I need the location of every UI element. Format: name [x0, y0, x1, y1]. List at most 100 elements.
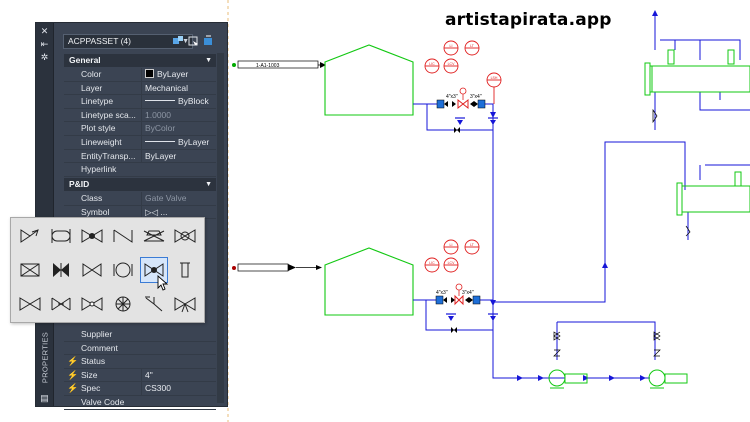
- symbol-ball-valve-alt[interactable]: [109, 257, 137, 283]
- svg-text:3"x4": 3"x4": [462, 290, 474, 296]
- inlet-line-top[interactable]: 1-A1-1003: [232, 60, 326, 69]
- section-pid[interactable]: P&ID▼: [64, 178, 216, 191]
- property-value-text: ByBlock: [178, 96, 209, 107]
- toggle-pickadd-icon[interactable]: [172, 35, 185, 48]
- pump-left[interactable]: [548, 369, 588, 389]
- property-value[interactable]: Mechanical: [141, 81, 213, 95]
- symbol-gate-valve-slash[interactable]: [109, 223, 137, 249]
- property-value[interactable]: 1.0000: [141, 108, 213, 122]
- property-row[interactable]: Comment: [64, 342, 216, 356]
- collapse-icon: ▼: [205, 181, 212, 188]
- symbol-picker[interactable]: [10, 217, 205, 323]
- property-value-text: 4": [145, 369, 153, 380]
- globe-valve-box-icon: [143, 230, 165, 242]
- symbol-ball-valve[interactable]: [78, 223, 106, 249]
- symbol-diaphragm-valve[interactable]: [47, 291, 75, 317]
- gate-valve-slash-icon: [113, 229, 133, 243]
- symbol-gate-valve[interactable]: [78, 257, 106, 283]
- property-value[interactable]: ByBlock: [141, 95, 213, 109]
- properties-palette[interactable]: ✕ ⇤ ✲ PROPERTIES ▤ ACPPASSET (4) ▼ Gener…: [35, 22, 228, 410]
- property-name: Lineweight: [81, 137, 122, 147]
- property-name: Linetype sca...: [81, 109, 136, 120]
- tank-bottom[interactable]: [324, 247, 414, 316]
- heat-exchanger-top[interactable]: [644, 49, 750, 96]
- settings-icon[interactable]: ✲: [40, 52, 49, 62]
- property-name: Hyperlink: [81, 164, 117, 175]
- symbol-needle-valve[interactable]: [47, 257, 75, 283]
- symbol-globe-valve-box[interactable]: [140, 223, 168, 249]
- property-row[interactable]: Lineweight ByLayer: [64, 136, 216, 150]
- lightning-icon: ⚡: [67, 356, 79, 367]
- property-name: EntityTransp...: [81, 150, 136, 161]
- inlet-line-bottom[interactable]: [232, 263, 322, 272]
- linetype-preview: [145, 141, 175, 142]
- property-value-text: ByColor: [145, 123, 176, 134]
- property-row[interactable]: Supplier: [64, 328, 216, 342]
- svg-text:1-A1-1003: 1-A1-1003: [256, 63, 280, 69]
- svg-text:4"x3": 4"x3": [446, 94, 458, 100]
- instrument-tags: LI LT LIC LCV LSH LI LT LIC LCV: [429, 44, 498, 265]
- quick-select-icon[interactable]: [202, 35, 215, 48]
- lightning-icon: ⚡: [67, 369, 79, 380]
- instrument-bubbles[interactable]: [424, 40, 502, 273]
- menu-icon[interactable]: ▤: [40, 393, 49, 403]
- symbol-knife-valve[interactable]: [16, 257, 44, 283]
- property-value[interactable]: ByColor: [141, 122, 213, 136]
- property-value[interactable]: Gate Valve: [141, 192, 213, 205]
- heat-exchanger-middle[interactable]: [676, 171, 750, 216]
- selection-value: ACPPASSET (4): [68, 36, 131, 46]
- flow-arrows: [490, 10, 658, 381]
- symbol-plug-valve[interactable]: [171, 223, 199, 249]
- pipe-network[interactable]: [413, 15, 750, 379]
- symbol-gate-valve-selected[interactable]: [140, 257, 168, 283]
- symbol-three-way-valve[interactable]: [171, 291, 199, 317]
- property-name: Valve Code: [81, 397, 125, 407]
- property-row[interactable]: Valve Code: [64, 396, 216, 410]
- needle-valve-icon: [53, 263, 69, 277]
- symbol-check-valve[interactable]: [16, 291, 44, 317]
- property-value[interactable]: CS300: [141, 382, 213, 396]
- symbol-butterfly-valve[interactable]: [47, 223, 75, 249]
- property-name: Size: [81, 369, 98, 380]
- autohide-icon[interactable]: ⇤: [40, 39, 49, 49]
- control-valve-assembly-top[interactable]: 4"x3" 3"x4": [436, 87, 498, 133]
- close-icon[interactable]: ✕: [40, 26, 49, 36]
- symbol-angle-check-valve[interactable]: [140, 291, 168, 317]
- selection-dropdown[interactable]: ACPPASSET (4) ▼: [63, 34, 193, 49]
- symbol-rotary-valve[interactable]: [109, 291, 137, 317]
- palette-scrollbar[interactable]: [217, 53, 224, 403]
- control-valve-assembly-bottom[interactable]: 4"x3" 3"x4": [435, 283, 498, 333]
- tank-top[interactable]: [324, 44, 414, 116]
- property-value[interactable]: 4": [141, 368, 213, 382]
- property-value[interactable]: ByLayer: [141, 68, 213, 81]
- property-row[interactable]: EntityTransp... ByLayer: [64, 149, 216, 164]
- knife-valve-icon: [20, 263, 40, 277]
- symbol-pinch-valve[interactable]: [78, 291, 106, 317]
- palette-titlebar[interactable]: ✕ ⇤ ✲ PROPERTIES ▤: [36, 23, 54, 406]
- pump-right[interactable]: [648, 369, 688, 389]
- chevron-down-icon: ▼: [182, 38, 189, 45]
- property-row[interactable]: ⚡Size 4": [64, 368, 216, 383]
- property-value[interactable]: ByLayer: [141, 136, 213, 149]
- ball-valve-alt-icon: [113, 262, 133, 278]
- select-objects-icon[interactable]: [187, 35, 200, 48]
- svg-text:LIC: LIC: [429, 62, 435, 66]
- property-value[interactable]: ByLayer: [141, 149, 213, 163]
- property-value-text: CS300: [145, 383, 171, 394]
- property-row[interactable]: Linetype sca... 1.0000: [64, 108, 216, 123]
- symbol-instrument-valve[interactable]: [171, 257, 199, 283]
- section-general[interactable]: General▼: [64, 54, 216, 67]
- diaphragm-valve-icon: [51, 297, 71, 311]
- property-row[interactable]: Hyperlink: [64, 163, 216, 177]
- gate-valve-icon: [82, 263, 102, 277]
- property-row[interactable]: ⚡Status: [64, 355, 216, 369]
- symbol-angle-valve[interactable]: [16, 223, 44, 249]
- property-value[interactable]: ▷◁ ...: [141, 205, 213, 219]
